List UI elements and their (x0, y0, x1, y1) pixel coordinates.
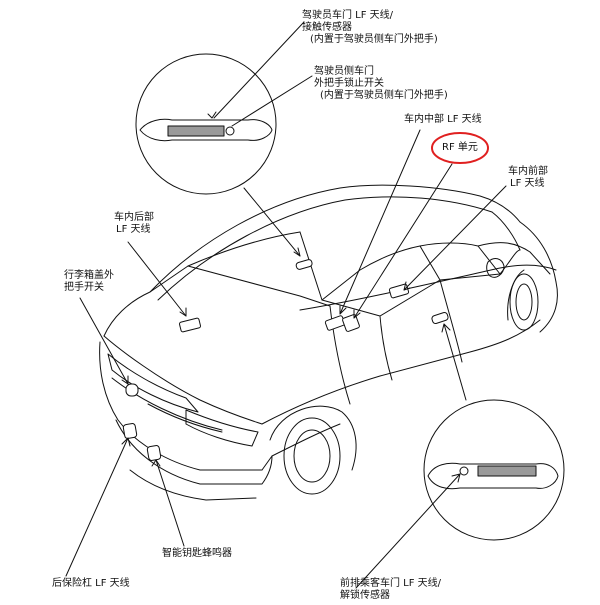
passenger-handle-detail (423, 399, 565, 541)
driver-handle-antenna-bar (167, 125, 225, 137)
interior-front-antenna-label: 车内前部 LF 天线 (508, 166, 548, 189)
driver-handle-detail (135, 53, 277, 195)
smart-key-buzzer-label: 智能钥匙蜂鸣器 (162, 548, 232, 559)
driver-door-antenna-label: 驾驶员车门 LF 天线/ 接触传感器 (内置于驾驶员侧车门外把手) (302, 10, 438, 45)
passenger-handle-marker (431, 312, 449, 324)
passenger-handle-button (459, 466, 469, 476)
rf-unit-highlight-circle (431, 132, 489, 164)
driver-handle-switch-label: 驾驶员侧车门 外把手锁止开关 (内置于驾驶员侧车门外把手) (314, 66, 448, 101)
trunk-switch-label: 行李箱盖外 把手开关 (64, 270, 114, 293)
front-interior-antenna-marker (388, 283, 410, 299)
buzzer-marker (146, 445, 162, 461)
driver-handle-lock-button (225, 126, 235, 136)
passenger-door-antenna-label: 前排乘客车门 LF 天线/ 解锁传感器 (340, 578, 442, 601)
rear-interior-antenna-marker (179, 317, 201, 333)
rear-bumper-antenna-label: 后保险杠 LF 天线 (52, 578, 130, 589)
leader-lines (65, 21, 507, 589)
rf-unit-label: RF 单元 (442, 142, 478, 153)
car-outline (99, 184, 558, 501)
middle-antenna-marker-2 (342, 314, 360, 332)
roof-antenna-marker (295, 259, 313, 270)
trunk-switch-marker (125, 383, 139, 397)
antenna-markers (122, 259, 449, 461)
interior-middle-antenna-label: 车内中部 LF 天线 (404, 114, 482, 125)
interior-rear-antenna-label: 车内后部 LF 天线 (114, 212, 154, 235)
rear-bumper-antenna-marker (122, 423, 138, 439)
passenger-handle-antenna-bar (477, 465, 537, 477)
middle-antenna-marker-1 (324, 315, 346, 331)
